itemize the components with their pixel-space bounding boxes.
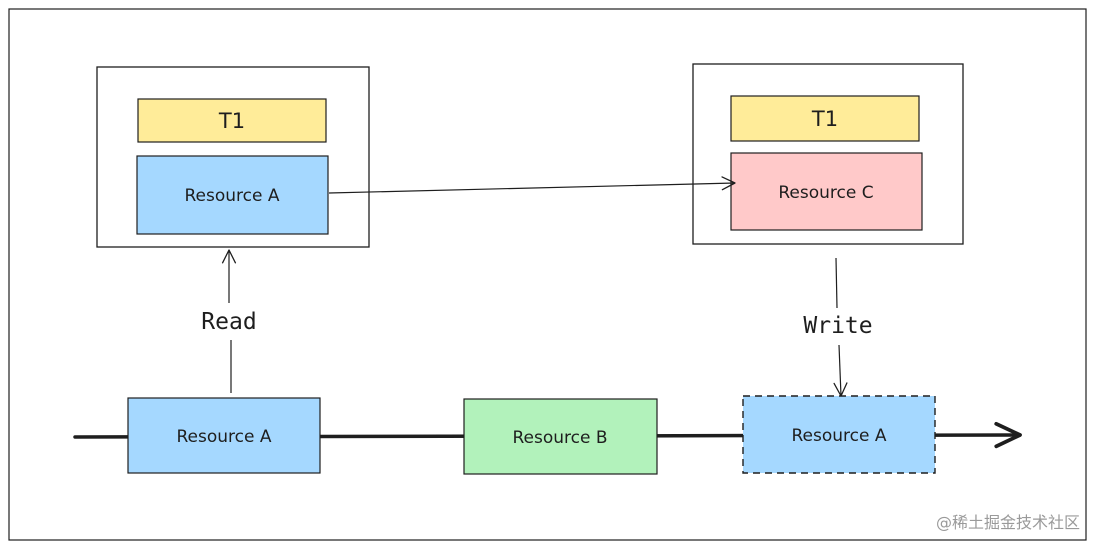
timeline-item-label: Resource B [512, 428, 607, 448]
timeline-item-3: Resource A [742, 395, 936, 474]
timeline-item-1: Resource A [127, 397, 321, 474]
right-resource-box [730, 152, 923, 231]
write-arrow-upper [835, 257, 838, 309]
write-label: Write [803, 313, 872, 339]
timeline-resource-a-box [127, 397, 321, 474]
right-task-group: T1 Resource C [692, 63, 964, 245]
transfer-arrow [328, 176, 736, 194]
timeline-pending-resource-box [742, 395, 936, 474]
left-resource-box [136, 155, 329, 235]
timeline-item-label: Resource A [177, 427, 272, 447]
left-t1-box [137, 98, 327, 143]
left-task-group: T1 Resource A [96, 66, 370, 248]
read-label: Read [201, 309, 256, 335]
right-t1-box [730, 95, 920, 142]
timeline-item-label: Resource A [792, 426, 887, 446]
watermark: @稀土掘金技术社区 [936, 513, 1080, 532]
left-resource-label: Resource A [185, 186, 280, 206]
timeline-resource-b-box [463, 398, 658, 475]
timeline-item-2: Resource B [463, 398, 658, 475]
left-t1-label: T1 [218, 109, 245, 133]
right-t1-label: T1 [811, 107, 838, 131]
right-resource-label: Resource C [778, 183, 873, 203]
write-arrow-lower [833, 344, 848, 397]
